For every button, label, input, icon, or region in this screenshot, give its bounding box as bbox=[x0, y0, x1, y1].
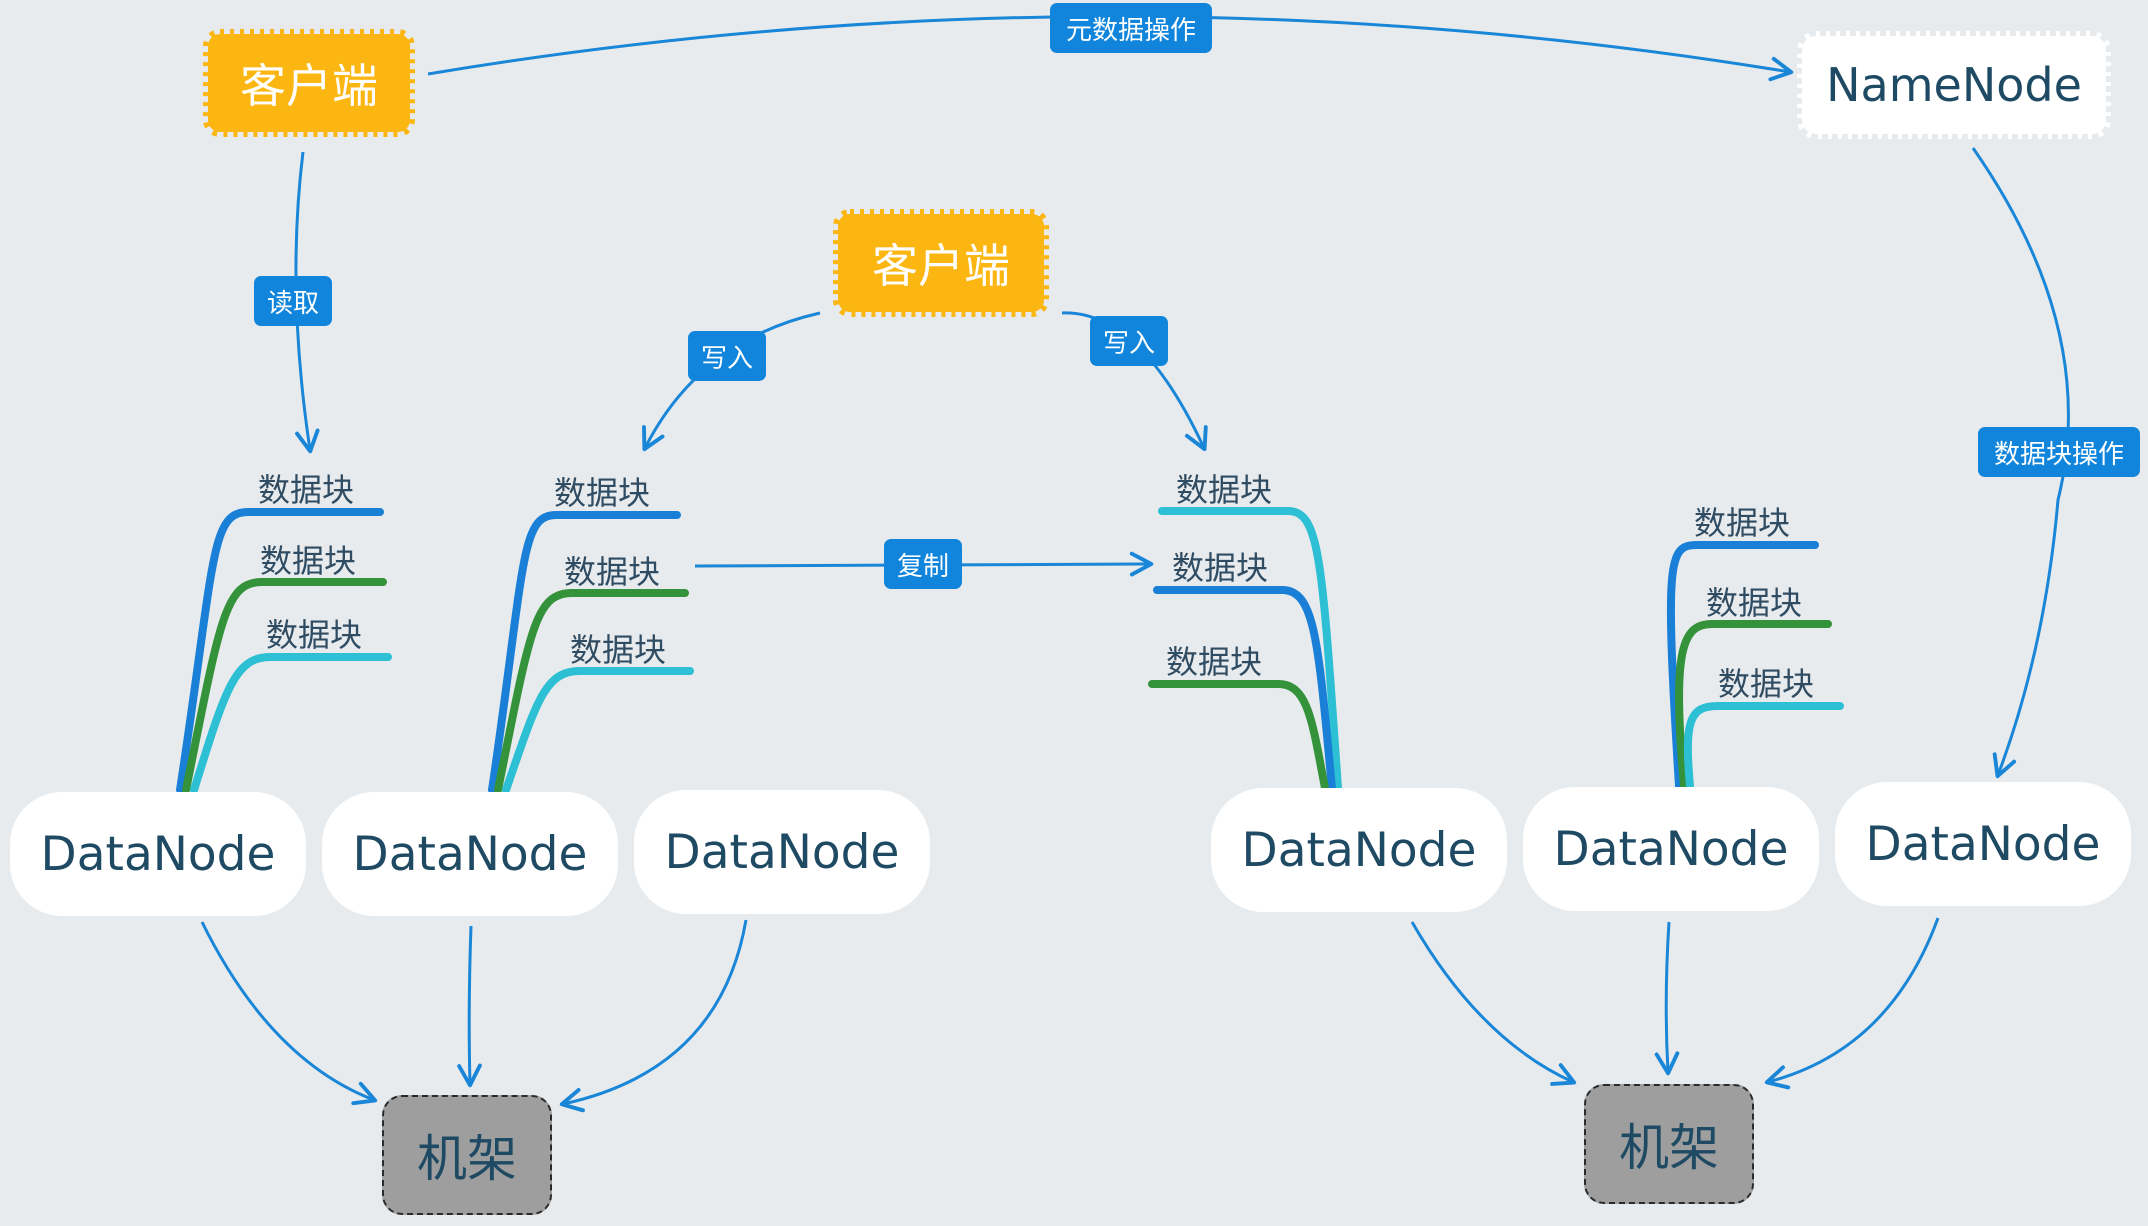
dn4-block-2: 数据块 bbox=[1172, 549, 1269, 587]
client-center: 客户端 bbox=[830, 204, 1052, 322]
datanode-2: DataNode bbox=[322, 792, 618, 916]
dn6-rack-arrow bbox=[1764, 917, 1940, 1090]
client-left: 客户端 bbox=[200, 24, 418, 142]
client-center-label: 客户端 bbox=[872, 239, 1010, 293]
dn1-rack-arrow bbox=[200, 921, 378, 1106]
dn5-block-1: 数据块 bbox=[1694, 504, 1791, 542]
block-ops-tag: 数据块操作 bbox=[1978, 427, 2140, 477]
dn4-rack-arrow bbox=[1410, 921, 1577, 1086]
dn5-block-branches bbox=[1666, 541, 1844, 790]
dn1-block-1: 数据块 bbox=[258, 471, 355, 509]
client-cloud-shape bbox=[203, 29, 415, 137]
dn1-block-branches bbox=[176, 508, 392, 794]
read-tag: 读取 bbox=[254, 276, 332, 326]
dn4-block-branches bbox=[1148, 507, 1342, 792]
dn5-block-2: 数据块 bbox=[1706, 584, 1803, 622]
dn4-block-1: 数据块 bbox=[1176, 471, 1273, 509]
client-left-label: 客户端 bbox=[240, 59, 378, 113]
dn2-block-branches bbox=[488, 511, 694, 794]
datanode-6: DataNode bbox=[1835, 782, 2131, 906]
dn3-rack-arrow bbox=[559, 919, 748, 1113]
dn2-rack-arrow bbox=[457, 925, 482, 1088]
dn4-block-3: 数据块 bbox=[1166, 643, 1263, 681]
namenode: NameNode bbox=[1794, 26, 2114, 144]
namenode-cloud-shape bbox=[1797, 31, 2111, 139]
datanode-5: DataNode bbox=[1523, 787, 1819, 911]
block-ops-arrow bbox=[1971, 147, 2070, 779]
client-cloud-shape bbox=[833, 209, 1049, 317]
write-left-tag: 写入 bbox=[688, 331, 766, 381]
datanode-4: DataNode bbox=[1211, 788, 1507, 912]
rack-right: 机架 bbox=[1584, 1084, 1754, 1204]
dn2-block-1: 数据块 bbox=[554, 474, 651, 512]
dn5-block-3: 数据块 bbox=[1718, 665, 1815, 703]
metadata-ops-tag: 元数据操作 bbox=[1050, 3, 1212, 53]
write-right-tag: 写入 bbox=[1090, 316, 1168, 366]
dn1-block-2: 数据块 bbox=[260, 542, 357, 580]
rack-left: 机架 bbox=[382, 1095, 552, 1215]
datanode-1: DataNode bbox=[10, 792, 306, 916]
replicate-tag: 复制 bbox=[884, 539, 962, 589]
dn5-rack-arrow bbox=[1654, 921, 1680, 1076]
namenode-label: NameNode bbox=[1826, 58, 2082, 112]
datanode-3: DataNode bbox=[634, 790, 930, 914]
dn2-block-3: 数据块 bbox=[570, 631, 667, 669]
dn2-block-2: 数据块 bbox=[564, 553, 661, 591]
dn1-block-3: 数据块 bbox=[266, 616, 363, 654]
